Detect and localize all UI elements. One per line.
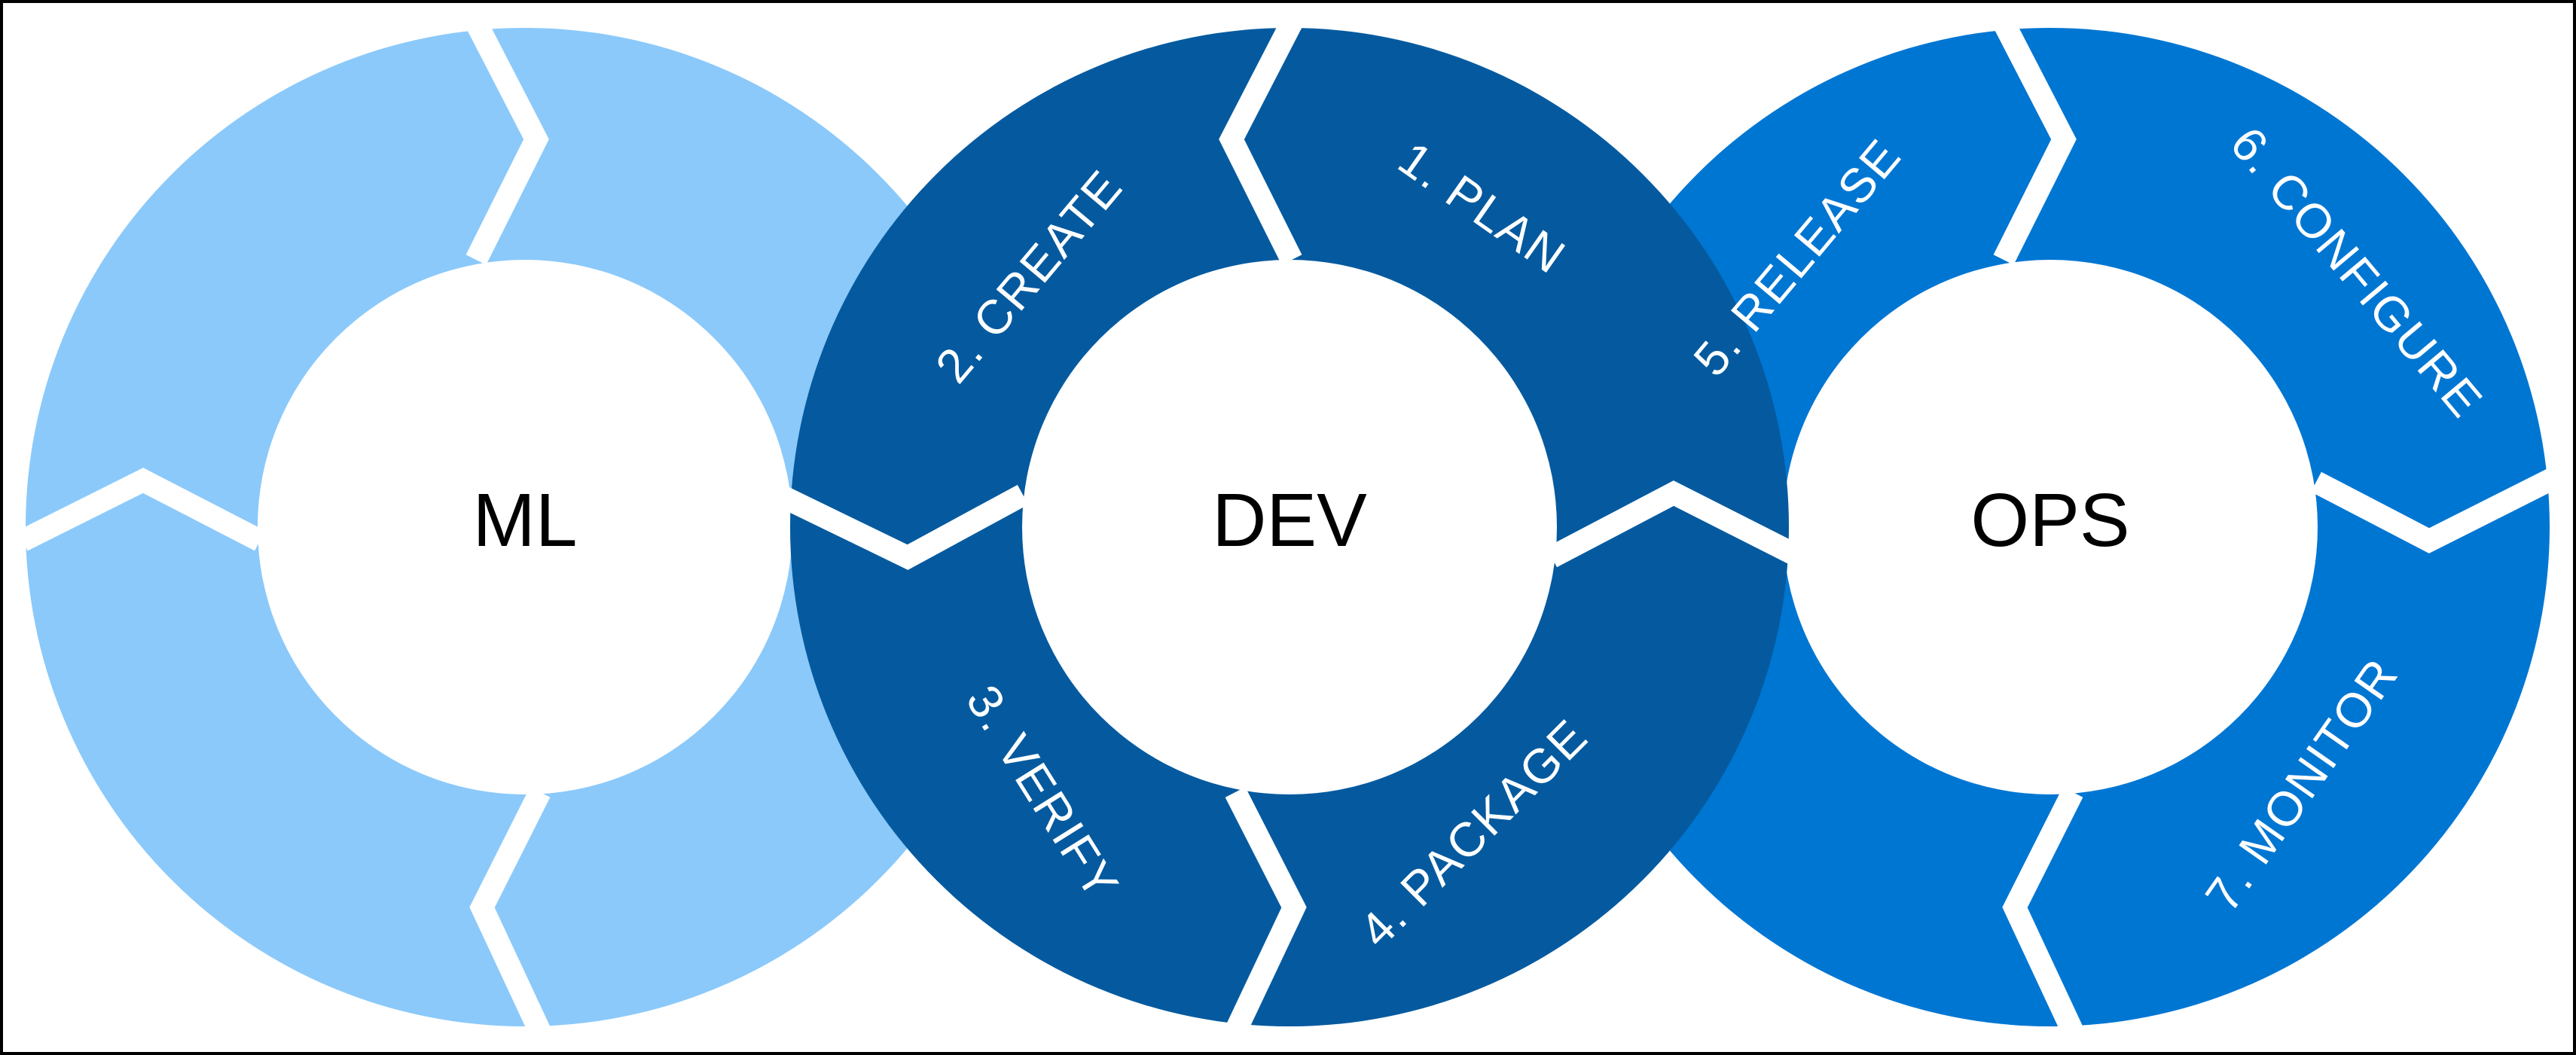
dev-separator-left [771, 483, 1029, 570]
dev-ring [790, 17, 1789, 1037]
dev-separator-bottom [1225, 787, 1307, 1037]
ops-separator-top [1993, 17, 2077, 265]
ml-ring [17, 17, 1024, 1037]
hub-label-dev: DEV [1212, 478, 1367, 563]
ops-separator-bottom [2002, 787, 2083, 1037]
ops-separator-right [2311, 464, 2566, 553]
ml-separator-top [465, 17, 549, 265]
hub-label-ml: ML [473, 478, 578, 563]
ml-ring-hole [258, 260, 792, 794]
ml-separator-left [17, 468, 265, 551]
ops-ring-hole [1783, 260, 2318, 794]
dev-separator-top [1219, 17, 1302, 265]
hub-label-ops: OPS [1970, 478, 2129, 563]
ml-separator-bottom [469, 787, 551, 1037]
dev-ring-hole [1022, 260, 1557, 794]
ops-separator-left [1546, 480, 1798, 568]
ops-ring [1551, 17, 2566, 1037]
